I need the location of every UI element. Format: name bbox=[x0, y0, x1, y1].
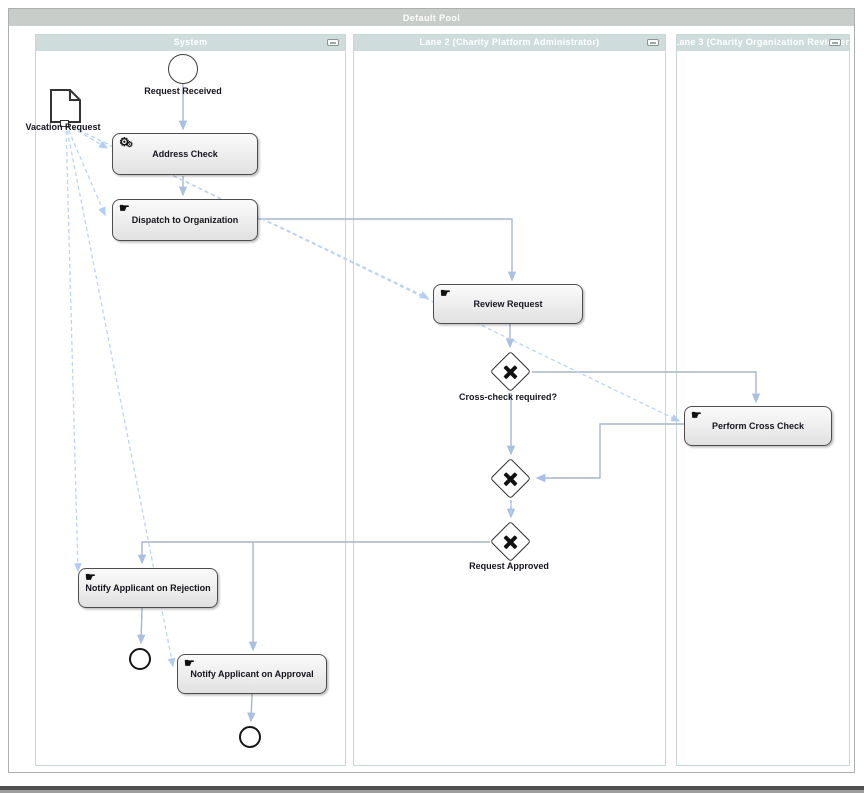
task-label: Review Request bbox=[473, 299, 543, 309]
manual-hand-icon: ☛ bbox=[85, 570, 96, 584]
task-notify-applicant-on-rejection[interactable]: ☛ Notify Applicant on Rejection bbox=[78, 568, 218, 608]
data-object-marker bbox=[60, 120, 69, 127]
flow-approval-to-end[interactable] bbox=[247, 693, 256, 723]
lane-3-header[interactable]: Lane 3 (Charity Organization Reviewer) bbox=[677, 35, 849, 51]
document-icon bbox=[50, 89, 81, 123]
flow-dispatch-to-review[interactable] bbox=[258, 218, 517, 282]
start-event-request-received[interactable] bbox=[168, 54, 198, 84]
collapse-lane-icon[interactable] bbox=[647, 39, 659, 46]
manual-hand-icon: ☛ bbox=[440, 286, 451, 300]
assoc-doc-to-approval[interactable] bbox=[65, 123, 176, 668]
lane-2-title: Lane 2 (Charity Platform Administrator) bbox=[419, 37, 600, 47]
window-bottom-edge-light bbox=[0, 790, 864, 793]
gateway-label: Cross-check required? bbox=[458, 392, 558, 402]
manual-hand-icon: ☛ bbox=[184, 656, 195, 670]
manual-hand-icon: ☛ bbox=[119, 201, 130, 215]
lane-system-title: System bbox=[173, 37, 208, 47]
task-address-check[interactable]: ⚙ ⚙ Address Check bbox=[112, 133, 258, 175]
task-label: Perform Cross Check bbox=[711, 421, 805, 431]
start-event-label: Request Received bbox=[144, 86, 222, 96]
flow-rejection-to-end[interactable] bbox=[137, 607, 146, 645]
collapse-lane-icon[interactable] bbox=[829, 39, 841, 46]
task-label: Notify Applicant on Rejection bbox=[85, 583, 211, 593]
flow-approved-to-rejection[interactable] bbox=[137, 541, 490, 565]
task-label: Address Check bbox=[152, 149, 218, 159]
pool-title: Default Pool bbox=[402, 12, 461, 23]
data-object-vacation-request[interactable] bbox=[49, 88, 82, 127]
task-label: Dispatch to Organization bbox=[131, 215, 239, 225]
data-object-label: Vacation Request bbox=[25, 122, 101, 132]
flow-gateway-to-cross-check[interactable] bbox=[532, 371, 761, 404]
gateway-label: Request Approved bbox=[469, 561, 549, 571]
task-label: Notify Applicant on Approval bbox=[190, 669, 314, 679]
task-dispatch-to-organization[interactable]: ☛ Dispatch to Organization bbox=[112, 199, 258, 241]
lane-2-header[interactable]: Lane 2 (Charity Platform Administrator) bbox=[354, 35, 665, 51]
window-bottom-edge bbox=[0, 786, 864, 790]
flow-cross-check-to-merge[interactable] bbox=[535, 423, 684, 483]
task-review-request[interactable]: ☛ Review Request bbox=[433, 284, 583, 324]
service-gear-icon: ⚙ bbox=[126, 140, 134, 149]
lane-system: System bbox=[35, 34, 346, 766]
task-notify-applicant-on-approval[interactable]: ☛ Notify Applicant on Approval bbox=[177, 654, 327, 694]
service-gear-icon: ⚙ bbox=[119, 135, 130, 149]
manual-hand-icon: ☛ bbox=[691, 408, 702, 422]
lane-3-reviewer: Lane 3 (Charity Organization Reviewer) bbox=[676, 34, 850, 766]
lane-system-header[interactable]: System bbox=[36, 35, 345, 51]
end-event-rejection[interactable] bbox=[129, 648, 151, 670]
lane-2-admin: Lane 2 (Charity Platform Administrator) bbox=[353, 34, 666, 766]
collapse-lane-icon[interactable] bbox=[327, 39, 339, 46]
task-perform-cross-check[interactable]: ☛ Perform Cross Check bbox=[684, 406, 832, 446]
assoc-doc-to-dispatch[interactable] bbox=[65, 123, 106, 217]
lane-3-title: Lane 3 (Charity Organization Reviewer) bbox=[677, 37, 849, 47]
pool-header[interactable]: Default Pool bbox=[9, 9, 854, 26]
end-event-approval[interactable] bbox=[239, 726, 261, 748]
assoc-doc-to-rejection[interactable] bbox=[65, 123, 82, 573]
default-pool: Default Pool System Lane 2 (Charity Plat… bbox=[8, 8, 855, 773]
